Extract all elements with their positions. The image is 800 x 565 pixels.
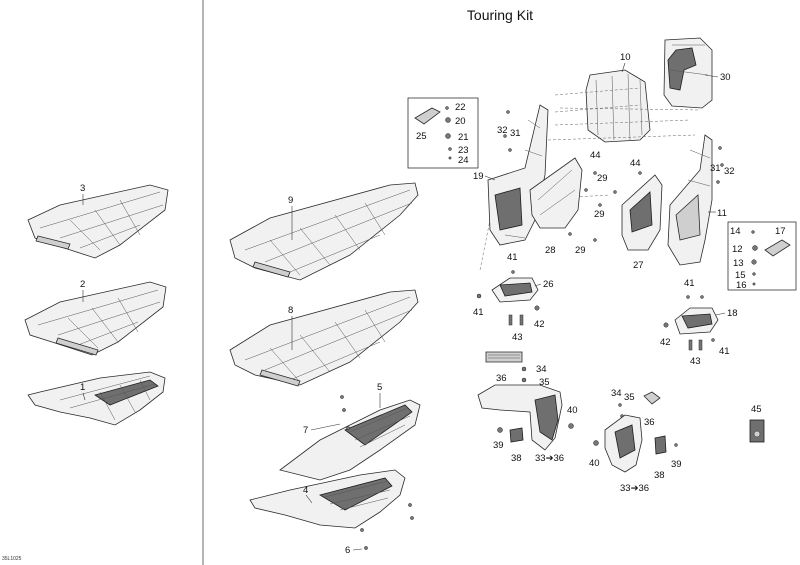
bag-30-drawing — [663, 37, 713, 109]
cover-28-drawing — [529, 157, 583, 229]
backrest-10-drawing — [585, 69, 651, 143]
callout-1: 1 — [80, 382, 85, 393]
middle-hardware — [340, 395, 414, 550]
callout-25: 25 — [416, 131, 427, 142]
middle-callouts: 9 8 7 5 4 6 — [288, 195, 382, 556]
callout-16: 16 — [736, 280, 747, 291]
callout-35-right: 35 — [624, 392, 635, 403]
callout-26: 26 — [543, 279, 554, 290]
callout-36-right: 36 — [644, 417, 655, 428]
callout-45: 45 — [751, 404, 762, 415]
handle-assembly-right — [593, 391, 678, 473]
callout-29-a: 29 — [597, 173, 608, 184]
callout-4: 4 — [303, 485, 308, 496]
callout-14: 14 — [730, 226, 741, 237]
seat-base-4-drawing — [249, 469, 406, 529]
callout-30: 30 — [720, 72, 731, 83]
callout-2: 2 — [80, 279, 85, 290]
frame-11-drawing — [667, 134, 713, 266]
callout-32-right: 32 — [724, 166, 735, 177]
callout-38-left: 38 — [511, 453, 522, 464]
callout-15: 15 — [735, 270, 746, 281]
callout-34-right: 34 — [611, 388, 622, 399]
callout-8: 8 — [288, 305, 293, 316]
callout-40-right: 40 — [589, 458, 600, 469]
callout-20: 20 — [455, 116, 466, 127]
callout-39-left: 39 — [493, 440, 504, 451]
callout-23: 23 — [458, 145, 469, 156]
page-title: Touring Kit — [466, 7, 534, 23]
callout-41-left: 41 — [473, 307, 484, 318]
callout-33-36-right: 33➔36 — [620, 483, 649, 494]
callout-33-36-left: 33➔36 — [535, 453, 564, 464]
callout-38-right: 38 — [654, 470, 665, 481]
callout-5: 5 — [377, 382, 382, 393]
callout-21: 21 — [458, 132, 469, 143]
callout-44-left: 44 — [590, 150, 601, 161]
callout-41-right: 41 — [719, 346, 730, 357]
callout-42-right: 42 — [660, 337, 671, 348]
callout-39-right: 39 — [671, 459, 682, 470]
right-hardware — [476, 110, 724, 351]
item-45-drawing — [749, 419, 765, 443]
callout-27: 27 — [633, 260, 644, 271]
callout-31-left: 31 — [510, 128, 521, 139]
callout-41-top-right: 41 — [684, 278, 695, 289]
callout-11: 11 — [717, 208, 727, 219]
seat-8-drawing — [229, 289, 419, 387]
left-callouts: 3 2 1 — [80, 183, 85, 401]
right-callouts: 10 30 22 20 25 21 23 24 32 31 19 44 44 2… — [416, 52, 786, 494]
cover-27-drawing — [621, 174, 663, 251]
seat-3-drawing — [27, 184, 169, 259]
hardware-box-right — [727, 221, 797, 291]
callout-41-top-left: 41 — [507, 252, 518, 263]
seat-base-1-drawing — [27, 371, 166, 426]
callout-10: 10 — [620, 52, 631, 63]
bracket-18-drawing — [674, 307, 719, 335]
callout-7: 7 — [303, 425, 308, 436]
callout-28: 28 — [545, 245, 556, 256]
callout-35-left: 35 — [539, 377, 550, 388]
callout-17: 17 — [775, 226, 786, 237]
hardware-box-left — [407, 97, 479, 169]
callout-32-left: 32 — [497, 125, 508, 136]
callout-13: 13 — [733, 258, 744, 269]
callout-31-right: 31 — [710, 163, 721, 174]
callout-24: 24 — [458, 155, 469, 166]
callout-22: 22 — [455, 102, 466, 113]
seat-2-drawing — [24, 281, 167, 356]
callout-12: 12 — [732, 244, 743, 255]
seat-9-drawing — [229, 182, 419, 281]
callout-6: 6 — [345, 545, 350, 556]
callout-40-left: 40 — [567, 405, 578, 416]
callout-19: 19 — [473, 171, 484, 182]
callout-29-b: 29 — [594, 209, 605, 220]
handle-assembly-left — [477, 351, 574, 451]
callout-42-left: 42 — [534, 319, 545, 330]
callout-3: 3 — [80, 183, 85, 194]
seat-base-5-drawing — [279, 399, 421, 481]
callout-9: 9 — [288, 195, 293, 206]
callout-43-right: 43 — [690, 356, 701, 367]
bracket-26-drawing — [491, 277, 539, 303]
callout-36-left: 36 — [496, 373, 507, 384]
callout-34-left: 34 — [536, 364, 547, 375]
callout-43-left: 43 — [512, 332, 523, 343]
document-code: 35L1025 — [2, 556, 22, 562]
callout-44-right: 44 — [630, 158, 641, 169]
callout-18: 18 — [727, 308, 738, 319]
callout-29-c: 29 — [575, 245, 586, 256]
